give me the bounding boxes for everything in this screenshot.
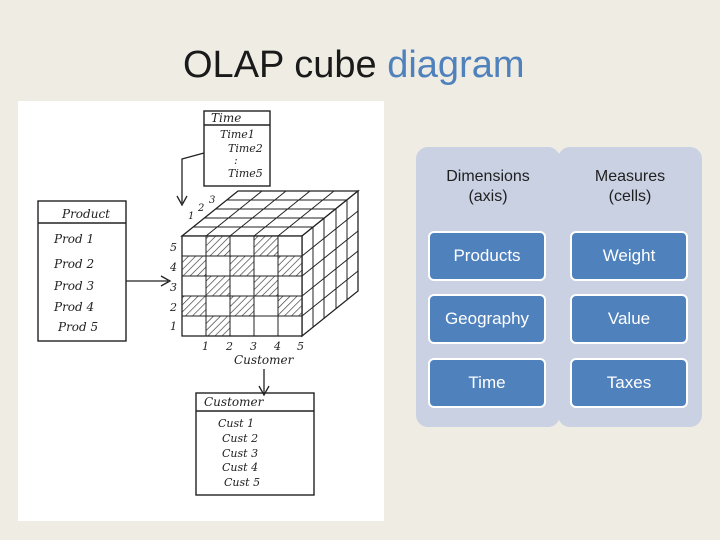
cube-left-axis: 5 4 3 2 1 bbox=[169, 241, 177, 333]
dimension-item-products: Products bbox=[428, 231, 546, 281]
product-table: Product Prod 1 Prod 2 Prod 3 Prod 4 Prod… bbox=[37, 200, 127, 342]
dimensions-panel: Dimensions (axis) Products Geography Tim… bbox=[416, 147, 560, 427]
axis-number: 3 bbox=[170, 281, 177, 294]
product-table-header: Product bbox=[61, 207, 110, 221]
time-row: Time5 bbox=[228, 167, 263, 180]
customer-row: Cust 1 bbox=[218, 417, 254, 430]
customer-row: Cust 2 bbox=[222, 432, 258, 445]
measures-header: Measures (cells) bbox=[558, 167, 702, 207]
measures-panel: Measures (cells) Weight Value Taxes bbox=[558, 147, 702, 427]
product-row: Prod 2 bbox=[53, 257, 94, 271]
measures-header-line2: (cells) bbox=[608, 188, 652, 205]
axis-number: 1 bbox=[170, 320, 177, 333]
title-main: OLAP cube bbox=[183, 44, 388, 86]
time-table-header: Time bbox=[211, 111, 241, 125]
product-row: Prod 1 bbox=[53, 232, 94, 246]
dimension-item-geography: Geography bbox=[428, 294, 546, 344]
dimensions-header-line1: Dimensions bbox=[446, 168, 530, 185]
sketch-drawing: Time Time1 Time2 : Time5 Product Prod 1 … bbox=[37, 110, 360, 496]
measure-item-weight: Weight bbox=[570, 231, 688, 281]
axis-number: 5 bbox=[297, 340, 304, 353]
axis-number: 1 bbox=[202, 340, 209, 353]
axis-number: 4 bbox=[273, 340, 281, 353]
cube-bottom-axis: 1 2 3 4 5 Customer bbox=[202, 340, 304, 367]
measures-header-line1: Measures bbox=[594, 168, 666, 185]
axis-number: 2 bbox=[169, 301, 177, 314]
axis-number: 1 bbox=[188, 211, 194, 222]
measure-item-taxes: Taxes bbox=[570, 358, 688, 408]
time-row: Time2 bbox=[228, 142, 263, 155]
product-row: Prod 4 bbox=[53, 300, 94, 314]
axis-number: 3 bbox=[209, 195, 215, 206]
product-row: Prod 5 bbox=[57, 320, 98, 334]
slide-title: OLAP cube diagram bbox=[183, 44, 525, 87]
axis-customer-label: Customer bbox=[234, 353, 295, 367]
title-accent: diagram bbox=[387, 44, 525, 86]
axis-number: 2 bbox=[197, 203, 204, 214]
dimension-item-time: Time bbox=[428, 358, 546, 408]
cube-top-face bbox=[180, 190, 360, 237]
customer-table: Customer Cust 1 Cust 2 Cust 3 Cust 4 Cus… bbox=[195, 392, 315, 496]
axis-number: 3 bbox=[250, 340, 257, 353]
cube-side-face bbox=[301, 189, 359, 338]
time-table: Time Time1 Time2 : Time5 bbox=[203, 110, 271, 187]
customer-table-header: Customer bbox=[204, 395, 265, 409]
axis-number: 2 bbox=[225, 340, 233, 353]
olap-cube-sketch: Time Time1 Time2 : Time5 Product Prod 1 … bbox=[18, 101, 384, 521]
time-row: : bbox=[234, 154, 238, 167]
product-row: Prod 3 bbox=[53, 279, 95, 293]
customer-row: Cust 5 bbox=[224, 476, 260, 489]
customer-row: Cust 3 bbox=[222, 447, 258, 460]
time-row: Time1 bbox=[220, 128, 255, 141]
cube-front-face bbox=[181, 235, 303, 337]
axis-number: 5 bbox=[170, 241, 177, 254]
dimensions-header-line2: (axis) bbox=[468, 188, 508, 205]
cube-top-axis: 1 2 3 bbox=[188, 195, 215, 222]
customer-row: Cust 4 bbox=[222, 461, 258, 474]
measure-item-value: Value bbox=[570, 294, 688, 344]
dimensions-header: Dimensions (axis) bbox=[416, 167, 560, 207]
axis-number: 4 bbox=[169, 261, 177, 274]
